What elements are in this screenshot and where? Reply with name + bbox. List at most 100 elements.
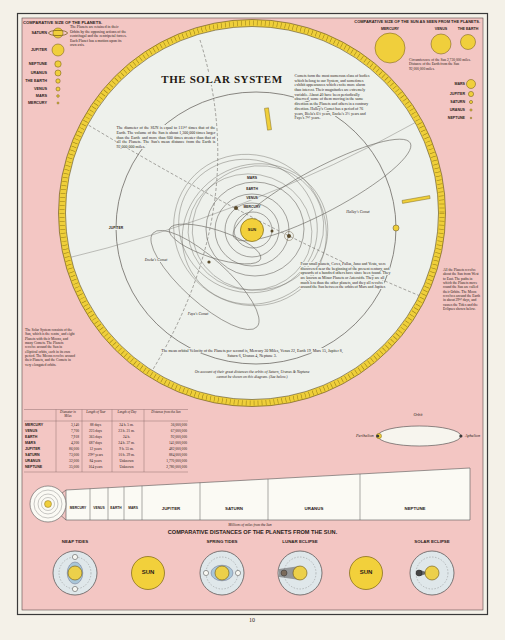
planet-name: JUPITER	[425, 92, 465, 96]
sun-disc	[470, 109, 472, 111]
section-heading: COMPARATIVE SIZE OF THE PLANETS.	[23, 20, 133, 25]
orbit-name: MERCURY	[232, 205, 272, 209]
label-text: 10	[249, 617, 255, 623]
label-text: EARTH	[25, 435, 37, 439]
label-text: 482,000,000	[169, 447, 187, 451]
label-text: MERCURY	[70, 506, 87, 510]
band-name: MERCURY	[67, 507, 89, 511]
label-text: VENUS	[25, 429, 37, 433]
section-heading: COMPARATIVE DISTANCES OF THE PLANETS FRO…	[22, 529, 483, 536]
earth-disc	[425, 566, 439, 580]
planet-dot	[271, 230, 274, 233]
planet-name: VENUS	[22, 87, 47, 92]
label-text: Encke's Comet	[144, 258, 168, 262]
table-row-name: SATURN	[25, 453, 56, 457]
moon-orbit	[285, 232, 294, 241]
label-text: SATURN	[25, 453, 40, 457]
node-text: SUN	[142, 569, 155, 575]
planet-name: SATURN	[425, 100, 465, 104]
planet-name: URANUS	[22, 71, 47, 76]
table-row-name: JUPITER	[25, 447, 56, 451]
table-row-name: VENUS	[25, 429, 56, 433]
label-text: THE EARTH	[25, 79, 47, 83]
table-cell: 86,000	[56, 447, 79, 451]
node-text: LUNAR ECLIPSE	[282, 539, 317, 544]
moon	[72, 554, 77, 559]
planet-name: JUPITER	[22, 48, 47, 53]
label-text: Circumference of the Sun 2,730,000 miles…	[409, 58, 471, 71]
table-cell: 23 h. 21 m.	[112, 429, 141, 433]
label-text: NEPTUNE	[29, 62, 47, 66]
label-text: Diameter in Miles	[60, 410, 76, 418]
orbit-name: MARS	[232, 176, 272, 180]
tide-bulge	[67, 562, 83, 584]
planet-disc	[55, 70, 61, 76]
planet-name: URANUS	[425, 108, 465, 112]
table-cell: 4,200	[56, 441, 79, 445]
label-text: VENUS	[34, 87, 47, 91]
comet-orbit	[165, 216, 265, 272]
plate-frame	[18, 14, 488, 615]
label-text: 35,000	[69, 465, 79, 469]
planet-dot	[287, 234, 291, 238]
table-cell: 29½ years	[82, 453, 109, 457]
label-text: EARTH	[246, 187, 259, 191]
table-cell: 687 days	[82, 441, 109, 445]
sun-disc	[375, 33, 405, 63]
table-cell: 884,000,000	[144, 453, 187, 457]
rim-line	[59, 20, 446, 407]
moon-orbit	[416, 557, 448, 589]
label-text: VENUS	[246, 196, 259, 200]
sun-disc: SUN	[349, 556, 383, 590]
table-cell: 365 days	[82, 435, 109, 439]
label-text: MERCURY	[243, 205, 261, 209]
moon	[72, 586, 77, 591]
label-text: URANUS	[31, 71, 47, 75]
label-text: Four small planets, Ceres, Pallas, Juno …	[300, 262, 391, 289]
planet-name: NEPTUNE	[425, 116, 465, 120]
orbit-ring	[38, 494, 58, 514]
planet-dot	[376, 434, 379, 437]
node-text-box: Orbit	[356, 412, 480, 417]
table-row-name: URANUS	[25, 459, 56, 463]
label-text: 3,140	[71, 423, 79, 427]
label-text: JUPITER	[31, 48, 47, 52]
label-text: URANUS	[450, 108, 465, 112]
degree-ticks	[62, 23, 442, 403]
table-rule	[82, 410, 83, 473]
node-text: SPRING TIDES	[207, 539, 238, 544]
node-outline	[270, 539, 330, 601]
label-text: MERCURY	[28, 101, 47, 105]
label-text: MERCURY	[381, 27, 399, 31]
label-text: The Planets are retained in their Orbits…	[70, 25, 127, 47]
label-text: Faye's Comet	[187, 312, 209, 316]
label-text: 9 h. 55 m.	[119, 447, 133, 451]
section-heading: COMPARATIVE SIZE OF THE SUN AS SEEN FROM…	[328, 20, 480, 25]
sun-outline	[132, 557, 165, 590]
table-cell: 24 h.	[112, 435, 141, 439]
label-text: COMPARATIVE SIZE OF THE PLANETS.	[23, 20, 102, 25]
table-cell: 2,780,000,000	[144, 465, 187, 469]
eclipse-diagram: LUNAR ECLIPSE	[270, 539, 330, 601]
table-cell: 92,000,000	[144, 435, 187, 439]
sun-disc	[468, 91, 473, 96]
label-text: Halley's Comet	[346, 210, 370, 214]
band-name: SATURN	[201, 506, 267, 511]
node-text: SOLAR ECLIPSE	[414, 539, 449, 544]
label-text: THE EARTH	[458, 27, 479, 31]
planet-name: MARS	[22, 94, 47, 99]
note-text: The diameter of the SUN is equal to 111½…	[116, 126, 216, 150]
label-text: JUPITER	[450, 92, 465, 96]
planet-disc	[55, 61, 61, 67]
table-cell: 141,000,000	[144, 441, 187, 445]
label-text: On account of their great distances the …	[194, 370, 310, 379]
label-text: 36,000,000	[171, 423, 187, 427]
orbit-line	[206, 182, 304, 276]
table-rule	[24, 409, 188, 410]
orbit-rose	[30, 486, 66, 522]
band-divider	[108, 488, 109, 520]
table-rule	[144, 410, 145, 473]
label-text: 365 days	[89, 435, 102, 439]
comet-orbit	[223, 124, 420, 257]
table-cell: 225 days	[82, 429, 109, 433]
